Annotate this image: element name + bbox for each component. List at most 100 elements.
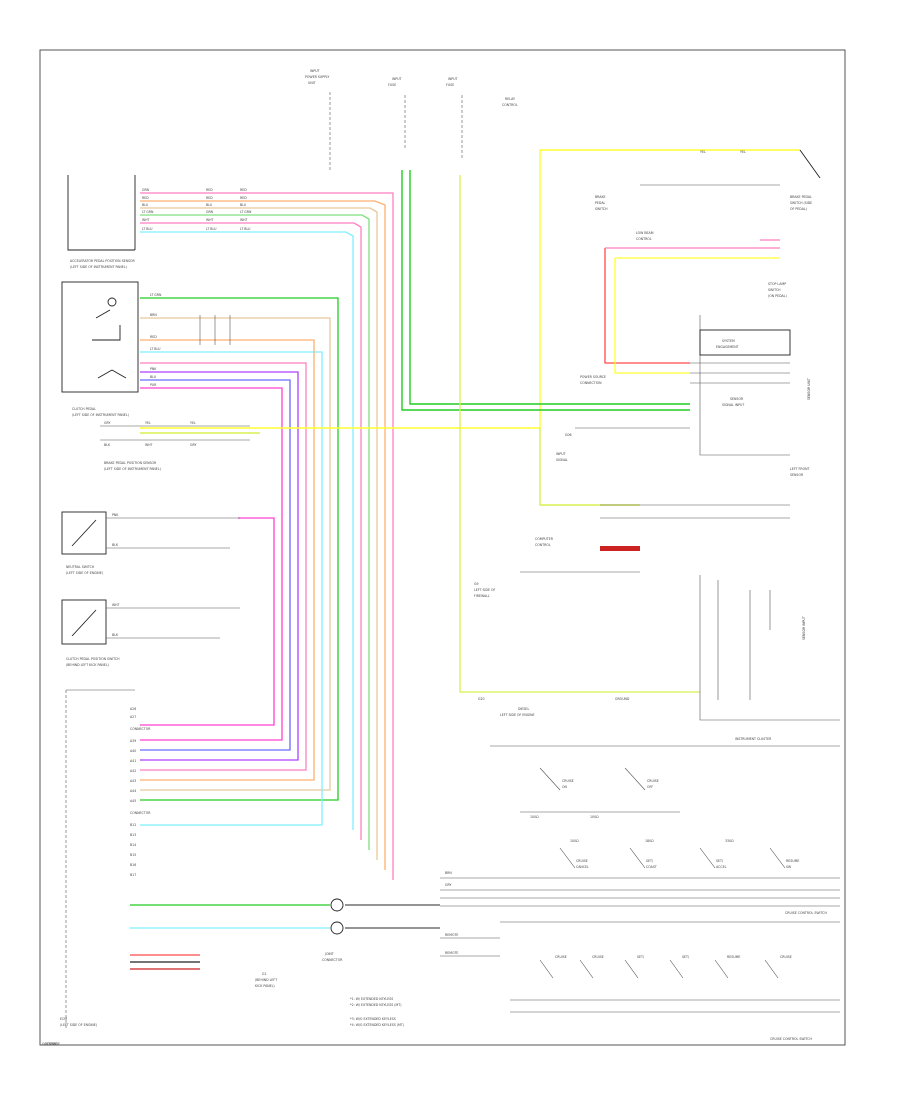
svg-text:RESUME: RESUME: [727, 955, 740, 959]
svg-text:BLU: BLU: [240, 203, 247, 207]
harness-vertical-left: [140, 297, 339, 826]
svg-text:SIGNAL INPUT: SIGNAL INPUT: [722, 403, 744, 407]
svg-text:SET/: SET/: [682, 955, 690, 959]
svg-text:CRUISE: CRUISE: [647, 779, 659, 783]
svg-text:CLUTCH PEDAL: CLUTCH PEDAL: [72, 407, 96, 411]
svg-text:LT BLU: LT BLU: [142, 227, 153, 231]
svg-text:G06: G06: [565, 433, 572, 437]
svg-text:REMOTE: REMOTE: [445, 951, 458, 955]
brake-pedal-switch: BRAKE PEDAL SWITCH BRAKE PEDAL SWITCH (S…: [595, 149, 821, 211]
svg-text:(LEFT SIDE OF INSTRUMENT PANEL: (LEFT SIDE OF INSTRUMENT PANEL): [72, 413, 129, 417]
svg-text:SW: SW: [786, 865, 792, 869]
svg-text:CANCEL: CANCEL: [576, 865, 589, 869]
svg-text:YEL: YEL: [190, 421, 196, 425]
harness-top-rows: [140, 192, 394, 880]
instrument-cluster-label: INSTRUMENT CLUSTER: [735, 737, 772, 741]
svg-text:SENSOR UNIT: SENSOR UNIT: [807, 378, 811, 400]
yellow-green-wire: [459, 175, 700, 693]
svg-text:CONTROL: CONTROL: [502, 103, 518, 107]
instrument-cluster: SENSOR INPUT INSTRUMENT CLUSTER G20 DIES…: [478, 575, 840, 747]
svg-text:100Ω: 100Ω: [590, 815, 599, 819]
svg-text:A43: A43: [130, 779, 136, 783]
neutral-switch: PNK BLK NEUTRAL SWITCH (LEFT SIDE OF ENG…: [61, 511, 240, 575]
svg-text:BLU: BLU: [150, 375, 157, 379]
svg-text:CRUISE: CRUISE: [562, 779, 574, 783]
cruise-control-switch-label-1: CRUISE CONTROL SWITCH: [785, 911, 827, 915]
svg-text:SET/: SET/: [637, 955, 645, 959]
svg-text:RED: RED: [240, 196, 247, 200]
svg-text:GRY: GRY: [445, 883, 451, 887]
svg-text:GRY: GRY: [104, 421, 110, 425]
svg-text:LOW BEAM: LOW BEAM: [636, 231, 654, 235]
svg-text:WHT: WHT: [145, 443, 153, 447]
svg-text:PUR: PUR: [150, 383, 157, 387]
svg-text:FUSE: FUSE: [388, 83, 396, 87]
svg-text:STOP LAMP: STOP LAMP: [768, 282, 786, 286]
svg-text:B12: B12: [130, 823, 136, 827]
svg-text:INPUT: INPUT: [448, 77, 458, 81]
svg-text:A45: A45: [130, 799, 136, 803]
svg-text:SIGNAL: SIGNAL: [556, 458, 568, 462]
junction-connector: JOINT CONNECTOR G1 (BEHIND LEFT KICK PAN…: [255, 898, 344, 988]
svg-text:A41: A41: [130, 759, 136, 763]
svg-text:RED: RED: [240, 188, 247, 192]
svg-text:CRUISE: CRUISE: [780, 955, 792, 959]
svg-text:YEL: YEL: [700, 150, 706, 154]
green-wire: [401, 170, 690, 411]
svg-text:BLU: BLU: [142, 203, 149, 207]
svg-text:GROUND: GROUND: [615, 697, 630, 701]
svg-text:B16: B16: [130, 863, 136, 867]
svg-text:G9: G9: [474, 582, 479, 586]
svg-text:LT BLU: LT BLU: [150, 347, 161, 351]
svg-text:100Ω: 100Ω: [530, 815, 539, 819]
svg-text:*3: W/O EXTENDED KEYLESS: *3: W/O EXTENDED KEYLESS: [350, 1017, 396, 1021]
svg-text:LT GRN: LT GRN: [240, 210, 252, 214]
svg-text:BLK: BLK: [112, 543, 119, 547]
svg-text:INPUT: INPUT: [392, 77, 402, 81]
svg-text:PEDAL: PEDAL: [595, 201, 606, 205]
svg-text:LEFT SIDE OF: LEFT SIDE OF: [474, 588, 495, 592]
svg-text:SET/: SET/: [646, 859, 654, 863]
svg-text:LT BLU: LT BLU: [206, 227, 217, 231]
svg-text:G20: G20: [478, 697, 485, 701]
svg-text:A27: A27: [130, 715, 136, 719]
svg-text:LEFT SIDE OF ENGINE: LEFT SIDE OF ENGINE: [500, 713, 535, 717]
svg-text:WHT: WHT: [142, 218, 150, 222]
svg-text:RELAY: RELAY: [505, 97, 515, 101]
svg-text:COAST: COAST: [646, 865, 657, 869]
svg-text:RED: RED: [150, 335, 157, 339]
ecm-pin-labels: A26 A27 CONNECTOR A39 A40 A41 A42 A43 A4…: [130, 707, 151, 877]
svg-text:SENSOR: SENSOR: [790, 473, 804, 477]
svg-text:GRY: GRY: [190, 443, 196, 447]
top-fuse-labels: INPUT POWER SUPPLY UNIT INPUT FUSE INPUT…: [305, 69, 518, 170]
svg-text:B15: B15: [130, 853, 136, 857]
svg-text:BRN: BRN: [150, 313, 157, 317]
svg-text:FUSE: FUSE: [446, 83, 454, 87]
bottom-notes: *1: W/ EXTENDED KEYLESS *2: W/ EXTENDED …: [350, 997, 404, 1027]
svg-text:(LEFT SIDE OF ENGINE): (LEFT SIDE OF ENGINE): [60, 1023, 97, 1027]
mid-right-labels: G06 INPUT SIGNAL LEFT FRONT SENSOR COMPU…: [474, 427, 809, 598]
svg-text:SENSOR INPUT: SENSOR INPUT: [802, 616, 806, 640]
svg-text:BRN: BRN: [445, 871, 452, 875]
svg-text:BLK: BLK: [104, 443, 111, 447]
svg-text:(ON PEDAL): (ON PEDAL): [768, 294, 787, 298]
svg-text:A42: A42: [130, 769, 136, 773]
svg-text:WHT: WHT: [240, 218, 248, 222]
svg-text:A40: A40: [130, 749, 136, 753]
svg-text:WHT: WHT: [112, 603, 120, 607]
svg-text:G0756DE: G0756DE: [42, 1042, 57, 1046]
svg-text:ON: ON: [562, 785, 568, 789]
svg-text:LEFT FRONT: LEFT FRONT: [790, 467, 809, 471]
svg-text:(BEHIND LEFT: (BEHIND LEFT: [255, 978, 277, 982]
svg-text:SWITCH: SWITCH: [595, 207, 608, 211]
svg-text:(LEFT SIDE OF INSTRUMENT PANEL: (LEFT SIDE OF INSTRUMENT PANEL): [104, 467, 161, 471]
svg-text:INPUT: INPUT: [556, 452, 566, 456]
svg-text:WHT: WHT: [206, 218, 214, 222]
svg-text:POWER SUPPLY: POWER SUPPLY: [305, 75, 329, 79]
footer-code: G0756DE: [45, 1042, 60, 1046]
svg-text:100Ω: 100Ω: [570, 839, 579, 843]
svg-text:*2: W/ EXTENDED KEYLESS (MT): *2: W/ EXTENDED KEYLESS (MT): [350, 1003, 401, 1007]
